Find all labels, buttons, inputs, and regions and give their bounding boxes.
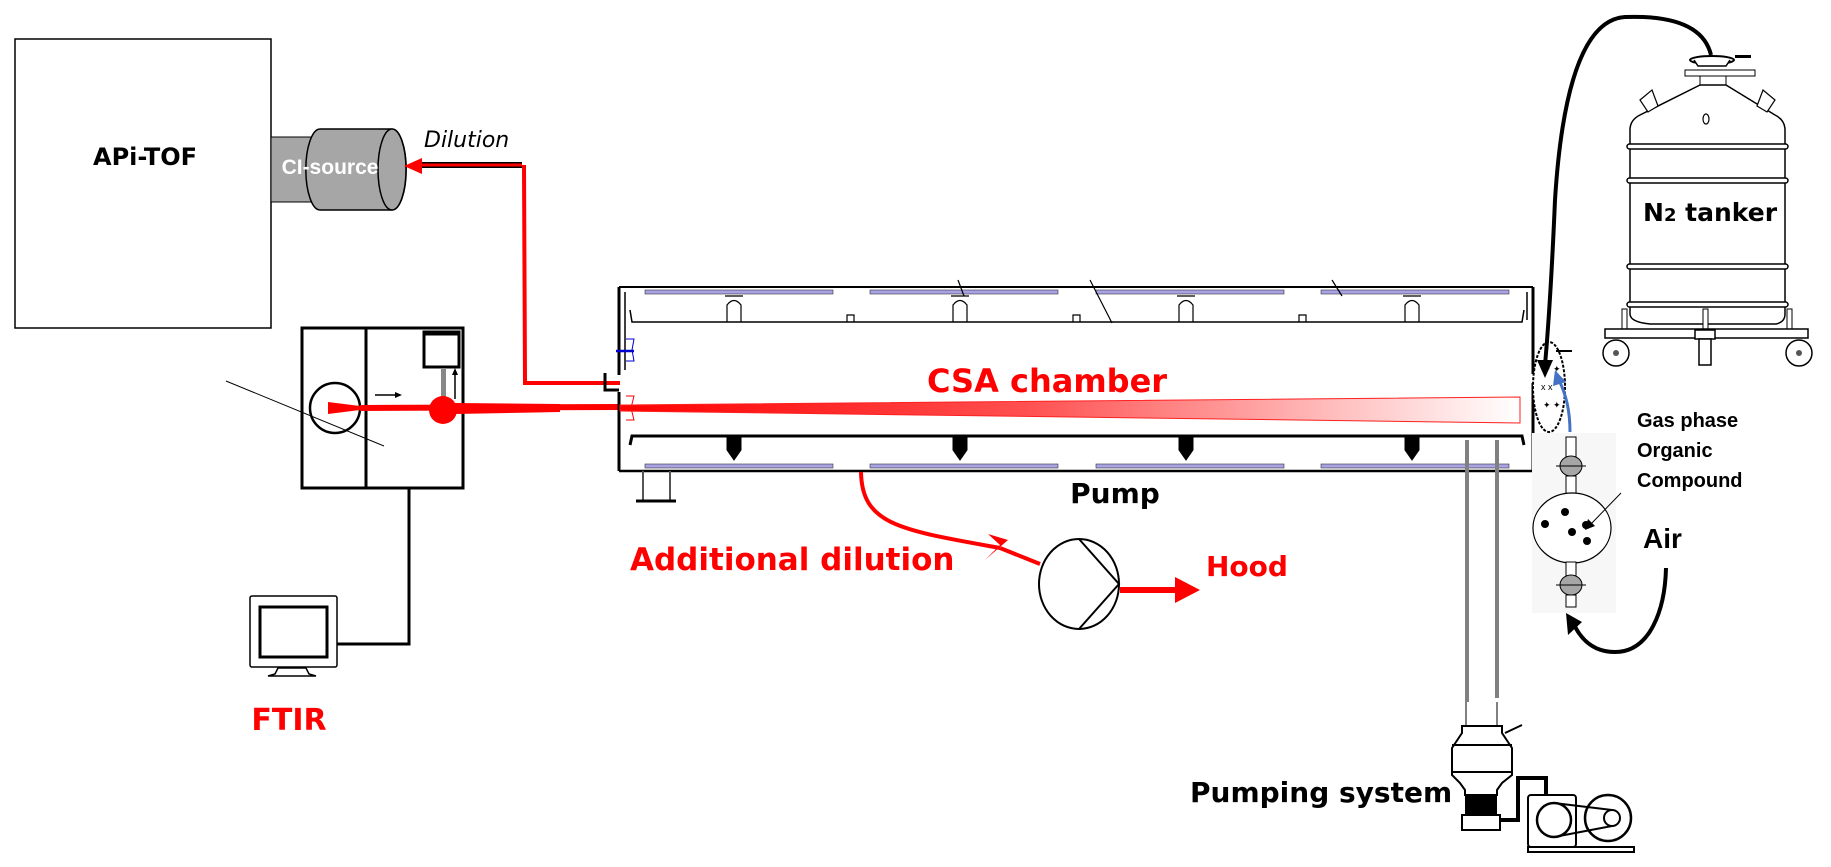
ir-beam (619, 396, 1521, 424)
additional-dilution-label: Additional dilution (630, 542, 954, 578)
uv-lamps-bottom (644, 463, 1510, 469)
organic-compound-bulb (1532, 433, 1622, 613)
dilution-label: Dilution (424, 128, 509, 153)
dilution-arrowhead-icon (404, 158, 422, 174)
ci-source: CI-source (270, 128, 407, 211)
svg-text:✦ ✦: ✦ ✦ (1543, 400, 1561, 410)
csa-chamber-label: CSA chamber (927, 362, 1167, 400)
gas-phase-label-line2: Organic (1637, 440, 1713, 462)
gas-phase-label-line1: Gas phase (1637, 410, 1738, 432)
gas-phase-label-line3: Compound (1637, 470, 1743, 492)
fan-icon: ✦ ✦ x x ✦ ✦ (1532, 341, 1572, 433)
air-label: Air (1643, 523, 1682, 554)
pump-icon (1038, 538, 1121, 630)
uv-lamps-top (644, 289, 1510, 295)
svg-text:✦ ✦: ✦ ✦ (1543, 364, 1561, 374)
pump-label: Pump (1070, 477, 1160, 510)
ci-source-label: CI-source (282, 156, 379, 179)
pumping-system (1451, 440, 1635, 853)
apitof-instrument: APi-TOF (14, 38, 272, 329)
n2-hose (1543, 14, 1713, 366)
dilution-line: Dilution (404, 128, 620, 385)
computer-monitor-icon (249, 488, 411, 677)
apitof-label: APi-TOF (93, 143, 197, 171)
n2-label-rest: tanker (1676, 198, 1777, 227)
n2-label-sub: 2 (1664, 205, 1677, 226)
hood-label: Hood (1206, 550, 1288, 583)
n2-tanker-label: N2 tanker (1643, 198, 1778, 227)
air-inlet-arrow (1557, 379, 1572, 433)
n2-tanker (1602, 55, 1813, 367)
n2-inlet-arrowhead-icon (1537, 360, 1553, 378)
exhaust-line (859, 471, 1200, 603)
ftir-label: FTIR (251, 703, 326, 738)
ftir-instrument (225, 326, 620, 490)
pumping-system-label: Pumping system (1190, 776, 1452, 809)
air-return-arrow (1570, 567, 1668, 655)
hood-arrowhead-icon (1175, 577, 1200, 603)
svg-text:x x: x x (1541, 382, 1553, 392)
n2-label-n: N (1643, 198, 1664, 227)
